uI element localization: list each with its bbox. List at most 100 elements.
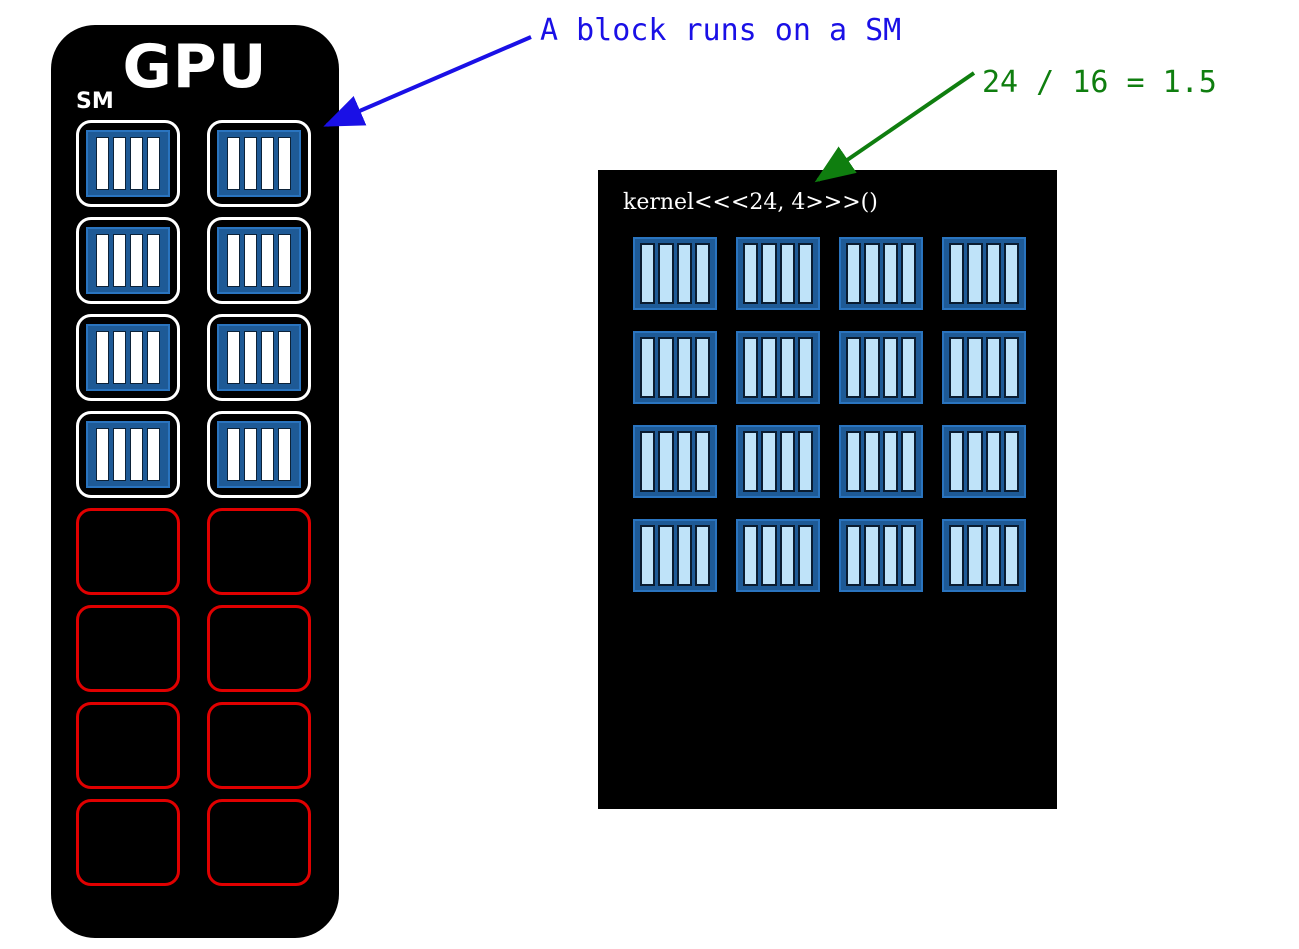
thread (694, 525, 710, 586)
thread (900, 431, 916, 492)
sm-slot-occupied (76, 314, 180, 401)
thread-block (217, 421, 301, 488)
thread (967, 431, 983, 492)
thread (130, 137, 143, 190)
thread-block (217, 130, 301, 197)
thread (900, 337, 916, 398)
sm-slot-occupied (207, 217, 311, 304)
thread (278, 234, 291, 287)
kernel-block (736, 519, 820, 592)
sm-slot-empty (207, 605, 311, 692)
thread (113, 137, 126, 190)
kernel-block (942, 519, 1026, 592)
gpu-panel: GPU SM (51, 25, 339, 938)
thread-block (86, 324, 170, 391)
thread (261, 428, 274, 481)
thread (949, 337, 965, 398)
thread (967, 525, 983, 586)
thread (130, 428, 143, 481)
thread (261, 137, 274, 190)
kernel-block (736, 237, 820, 310)
kernel-block (633, 425, 717, 498)
thread (658, 431, 674, 492)
kernel-block (942, 425, 1026, 498)
thread (676, 525, 692, 586)
thread (96, 137, 109, 190)
thread-block (217, 324, 301, 391)
thread (278, 331, 291, 384)
thread (640, 431, 656, 492)
thread (900, 243, 916, 304)
thread-block (86, 227, 170, 294)
thread (864, 525, 880, 586)
thread (640, 525, 656, 586)
thread (261, 331, 274, 384)
thread (261, 234, 274, 287)
thread (846, 243, 862, 304)
kernel-block (839, 425, 923, 498)
thread (113, 331, 126, 384)
thread (278, 428, 291, 481)
thread (743, 337, 759, 398)
thread (1003, 431, 1019, 492)
kernel-block (839, 331, 923, 404)
kernel-block (839, 237, 923, 310)
thread (227, 428, 240, 481)
thread (658, 337, 674, 398)
sm-slot-empty (76, 702, 180, 789)
thread (147, 137, 160, 190)
sm-slot-empty (76, 799, 180, 886)
thread (658, 525, 674, 586)
sm-slot-occupied (76, 120, 180, 207)
sm-slot-empty (76, 508, 180, 595)
arrow-to-kernel (814, 71, 976, 183)
thread (779, 525, 795, 586)
thread (1003, 337, 1019, 398)
thread (797, 525, 813, 586)
thread (147, 428, 160, 481)
thread (640, 243, 656, 304)
sm-slot-occupied (76, 217, 180, 304)
thread (113, 428, 126, 481)
thread (694, 337, 710, 398)
thread (743, 525, 759, 586)
thread (846, 337, 862, 398)
thread (96, 234, 109, 287)
thread (96, 331, 109, 384)
thread (658, 243, 674, 304)
arrow-to-sm (323, 35, 532, 127)
thread (949, 431, 965, 492)
thread (1003, 525, 1019, 586)
sm-slot-empty (207, 508, 311, 595)
thread (113, 234, 126, 287)
sm-slot-occupied (207, 411, 311, 498)
thread (864, 431, 880, 492)
thread (130, 331, 143, 384)
thread (761, 431, 777, 492)
thread (779, 337, 795, 398)
thread (761, 525, 777, 586)
thread (244, 428, 257, 481)
thread (743, 431, 759, 492)
thread (882, 525, 898, 586)
thread-block (217, 227, 301, 294)
thread (797, 243, 813, 304)
thread (900, 525, 916, 586)
kernel-block (839, 519, 923, 592)
sm-slot-empty (207, 702, 311, 789)
sm-label: SM (76, 89, 114, 114)
thread (967, 337, 983, 398)
thread (797, 431, 813, 492)
thread (96, 428, 109, 481)
thread (676, 337, 692, 398)
thread-block (86, 130, 170, 197)
thread (779, 243, 795, 304)
kernel-block (942, 331, 1026, 404)
gpu-title: GPU (122, 32, 268, 102)
thread (676, 431, 692, 492)
thread (147, 234, 160, 287)
thread (949, 243, 965, 304)
sm-slot-empty (207, 799, 311, 886)
thread (227, 234, 240, 287)
kernel-block (942, 237, 1026, 310)
